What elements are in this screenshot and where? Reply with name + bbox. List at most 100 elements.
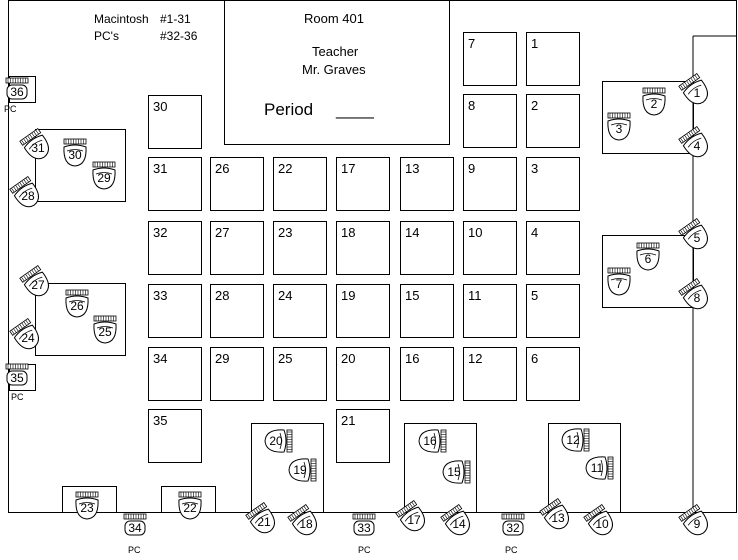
keyboard-icon <box>5 77 29 84</box>
desk-number: 17 <box>341 161 355 176</box>
computer-24 <box>9 318 39 350</box>
desk-box <box>526 284 580 338</box>
computer-15 <box>442 460 471 484</box>
computer-number: 28 <box>21 189 35 203</box>
keyboard-icon <box>92 161 116 168</box>
computer-number: 17 <box>407 513 421 527</box>
computer-34 <box>123 513 147 536</box>
desk-19: 19 <box>336 284 390 338</box>
computer-1 <box>678 73 708 105</box>
desk-23: 23 <box>273 221 327 275</box>
desk-14: 14 <box>400 221 454 275</box>
desk-box <box>148 409 202 463</box>
desk-6: 6 <box>526 347 580 401</box>
desk-4: 4 <box>526 221 580 275</box>
desk-number: 8 <box>468 98 475 113</box>
computer-14 <box>440 504 470 536</box>
computer-number: 8 <box>694 291 701 305</box>
desk-number: 29 <box>215 351 229 366</box>
computer-number: 31 <box>31 141 45 155</box>
desk-number: 1 <box>531 36 538 51</box>
keyboard-icon <box>123 513 147 520</box>
computer-30 <box>63 138 87 167</box>
desk-27: 27 <box>210 221 264 275</box>
keyboard-icon <box>583 428 590 452</box>
desk-box <box>463 157 517 211</box>
keyboard-icon <box>5 363 29 370</box>
desk-13: 13 <box>400 157 454 211</box>
computer-icon <box>399 506 425 532</box>
desk-number: 12 <box>468 351 482 366</box>
desk-29: 29 <box>210 347 264 401</box>
desk-number: 10 <box>468 225 482 240</box>
computer-36 <box>5 77 29 100</box>
keyboard-icon <box>678 73 701 91</box>
keyboard-icon <box>245 502 268 520</box>
desk-10: 10 <box>463 221 517 275</box>
keyboard-icon <box>501 513 525 520</box>
desk-31: 31 <box>148 157 202 211</box>
computer-number: 10 <box>595 517 609 531</box>
monitor-icon <box>353 520 375 536</box>
desk-box <box>336 221 390 275</box>
desk-number: 23 <box>278 225 292 240</box>
computer-icon <box>682 510 708 536</box>
computer-28 <box>9 176 39 208</box>
desk-34: 34 <box>148 347 202 401</box>
computer-33 <box>352 513 376 536</box>
computer-icon <box>543 504 569 530</box>
computer-10 <box>583 504 613 536</box>
computer-number: 11 <box>591 461 604 475</box>
computer-icon <box>23 271 49 297</box>
desk-box <box>148 95 202 149</box>
keyboard-icon <box>440 504 463 522</box>
pc-range: #32-36 <box>160 29 198 43</box>
desk-21: 21 <box>336 409 390 463</box>
desk-number: 30 <box>153 99 167 114</box>
desk-number: 22 <box>278 161 292 176</box>
computer-number: 2 <box>651 97 658 111</box>
desk-7: 7 <box>463 32 517 86</box>
desk-2: 2 <box>526 94 580 148</box>
period-label: Period <box>264 100 313 119</box>
computer-2 <box>642 87 666 116</box>
desk-box <box>148 284 202 338</box>
computer-icon <box>682 132 708 158</box>
desk-32: 32 <box>148 221 202 275</box>
computer-19 <box>288 458 317 482</box>
desk-box <box>336 157 390 211</box>
desk-12: 12 <box>463 347 517 401</box>
keyboard-icon <box>539 498 562 516</box>
computer-number: 20 <box>269 434 283 448</box>
computer-number: 3 <box>616 122 623 136</box>
computer-27 <box>19 265 49 297</box>
computer-number: 15 <box>447 465 461 479</box>
desk-box <box>210 284 264 338</box>
computer-number: 33 <box>357 521 371 535</box>
computer-8 <box>678 278 708 310</box>
desk-1: 1 <box>526 32 580 86</box>
keyboard-icon <box>607 267 631 274</box>
computer-number: 9 <box>694 517 701 531</box>
desk-box <box>148 221 202 275</box>
computer-20 <box>264 429 293 453</box>
keyboard-icon <box>75 491 99 498</box>
desk-box <box>463 347 517 401</box>
computer-number: 7 <box>616 277 623 291</box>
monitor-icon <box>6 370 28 386</box>
keyboard-icon <box>286 429 293 453</box>
computer-icon <box>444 510 470 536</box>
desk-3: 3 <box>526 157 580 211</box>
keyboard-icon <box>65 289 89 296</box>
computer-35 <box>5 363 29 386</box>
desk-number: 25 <box>278 351 292 366</box>
desk-box <box>336 409 390 463</box>
desk-box <box>210 157 264 211</box>
desk-number: 18 <box>341 225 355 240</box>
computer-26 <box>65 289 89 318</box>
computer-icon <box>249 508 275 534</box>
keyboard-icon <box>583 504 606 522</box>
computer-number: 25 <box>98 325 112 339</box>
